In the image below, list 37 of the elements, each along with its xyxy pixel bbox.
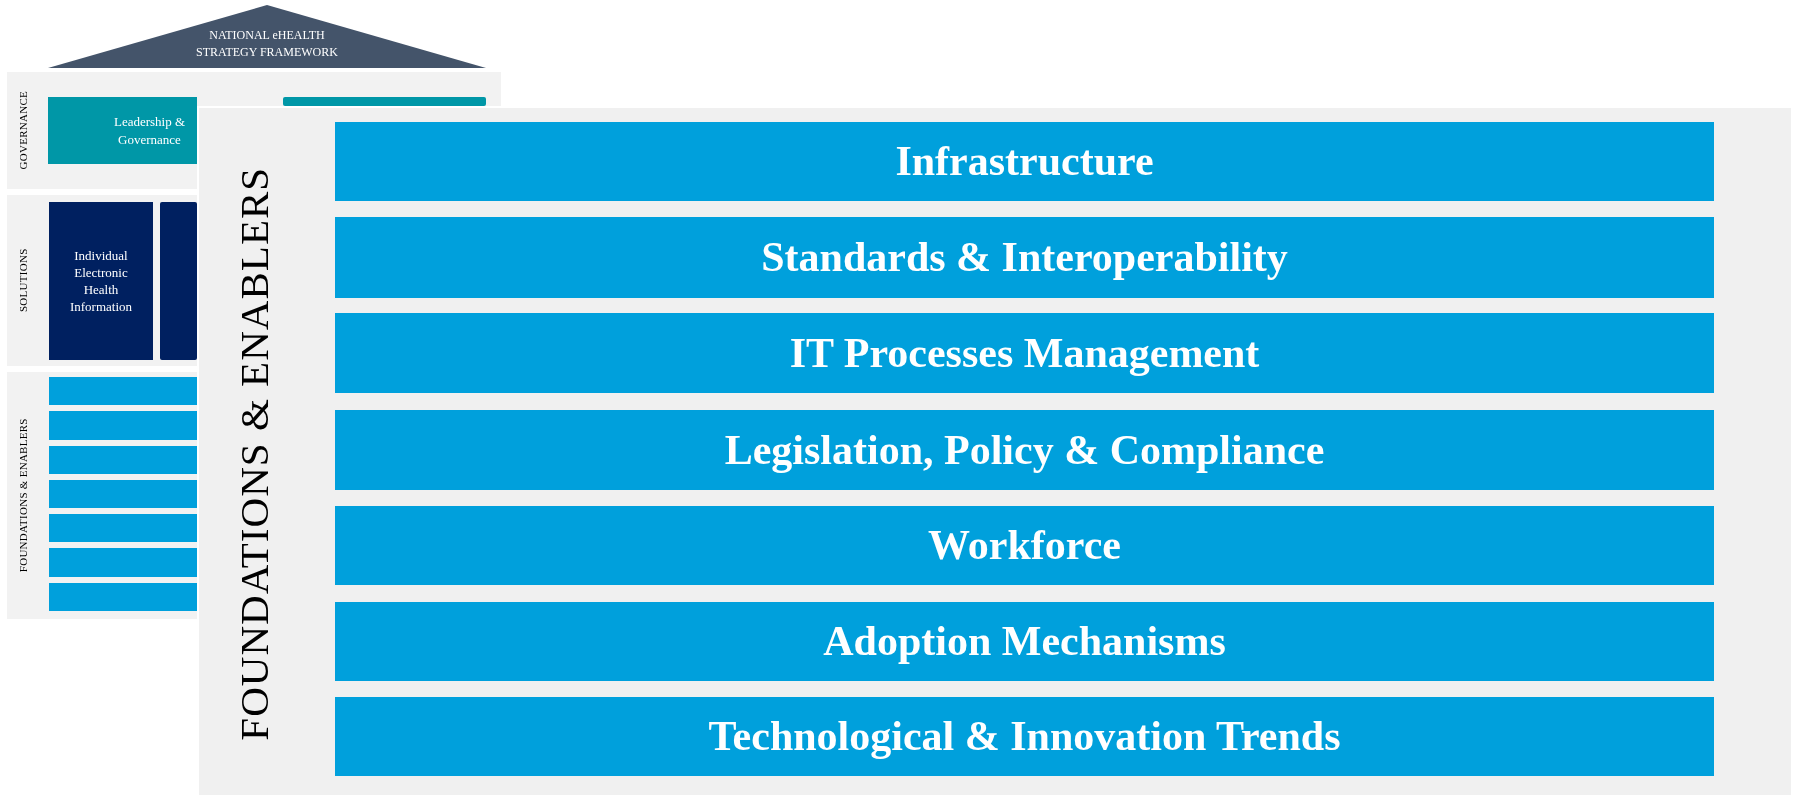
roof-shape bbox=[48, 5, 486, 68]
box-label: Leadership & Governance bbox=[112, 112, 187, 149]
enabler-bar bbox=[335, 122, 1714, 201]
section-label: SOLUTIONS bbox=[15, 248, 30, 313]
enabler-bar bbox=[49, 411, 197, 440]
section-label: GOVERNANCE bbox=[15, 91, 30, 170]
section-label: FOUNDATIONS & ENABLERS bbox=[230, 166, 279, 741]
governance-box bbox=[48, 97, 197, 164]
enabler-bar bbox=[49, 548, 197, 577]
section-band bbox=[7, 372, 197, 619]
section-label: FOUNDATIONS & ENABLERS bbox=[15, 418, 30, 573]
enabler-bar bbox=[335, 506, 1714, 585]
enabler-bar bbox=[49, 480, 197, 508]
enabler-bar bbox=[335, 602, 1714, 681]
enabler-bar bbox=[335, 410, 1714, 490]
box-label: Individual Electronic Health Information bbox=[68, 247, 134, 315]
bar-label: Infrastructure bbox=[895, 137, 1154, 186]
bar-label: Workforce bbox=[928, 521, 1121, 570]
bar-label: Standards & Interoperability bbox=[761, 233, 1288, 282]
bar-label: Technological & Innovation Trends bbox=[708, 712, 1341, 761]
roof-title: NATIONAL eHEALTH STRATEGY FRAMEWORK bbox=[195, 27, 339, 61]
enabler-bar bbox=[49, 583, 197, 611]
governance-box bbox=[283, 97, 486, 106]
enabler-bar bbox=[49, 514, 197, 542]
enabler-bar bbox=[335, 697, 1714, 776]
section-band bbox=[7, 72, 197, 189]
bar-label: IT Processes Management bbox=[789, 328, 1260, 378]
enabler-bar bbox=[335, 217, 1714, 298]
bar-label: Legislation, Policy & Compliance bbox=[724, 425, 1325, 475]
enabler-bar bbox=[335, 313, 1714, 393]
solution-box bbox=[49, 202, 153, 360]
enabler-bar bbox=[49, 377, 197, 405]
bar-label: Adoption Mechanisms bbox=[823, 617, 1226, 666]
zoomed-panel bbox=[197, 106, 1793, 797]
enabler-bar bbox=[49, 446, 197, 474]
section-band bbox=[7, 195, 197, 366]
solution-box bbox=[160, 202, 197, 360]
